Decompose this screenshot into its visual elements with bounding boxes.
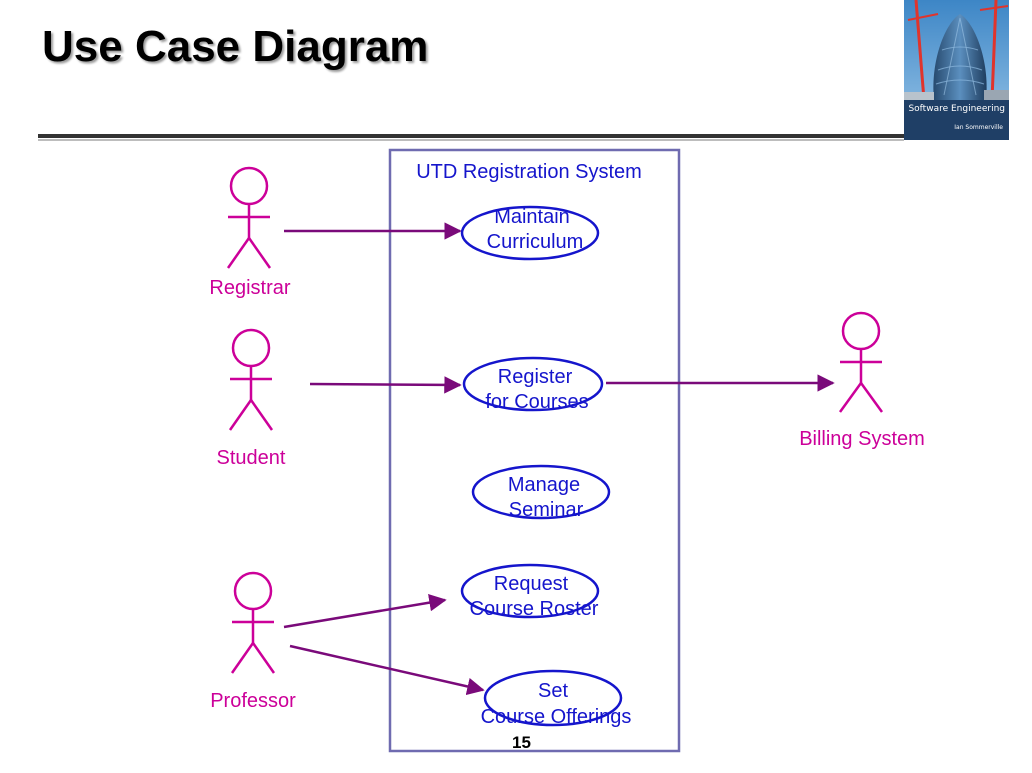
title-divider-shadow [38, 139, 904, 141]
actor-label-billing-system: Billing System [799, 428, 925, 450]
actor-professor [230, 571, 276, 674]
actor-student [228, 328, 274, 431]
use-case-register-line2: for Courses [485, 391, 588, 413]
use-case-register-line1: Register [498, 366, 573, 388]
use-case-manage-line1: Manage [508, 474, 580, 496]
use-case-offerings-line1: Set [538, 680, 568, 702]
use-case-roster-line2: Course Roster [470, 598, 599, 620]
use-case-maintain-line2: Curriculum [487, 231, 584, 253]
use-case-roster-line1: Request [494, 573, 569, 595]
book-author: Ian Sommerville [954, 124, 1003, 131]
book-title: Software Engineering [908, 104, 1005, 114]
actor-label-registrar: Registrar [209, 277, 290, 299]
association-professor-roster [283, 593, 447, 629]
page-title: Use Case Diagram [42, 22, 429, 71]
actor-label-student: Student [217, 447, 286, 469]
title-divider [38, 134, 904, 138]
use-case-maintain-line1: Maintain [494, 206, 570, 228]
use-case-offerings-line2: Course Offerings [481, 706, 632, 728]
actor-label-professor: Professor [210, 690, 296, 712]
system-boundary [388, 148, 681, 753]
use-case-manage-line2: Seminar [509, 499, 584, 521]
use-case-register-for-courses [462, 356, 604, 412]
system-name: UTD Registration System [416, 161, 642, 183]
association-professor-offerings [289, 644, 485, 696]
use-case-request-course-roster [460, 563, 600, 619]
use-case-manage-seminar [471, 464, 611, 520]
actor-registrar [226, 166, 272, 269]
gherkin-building-picture [904, 0, 1009, 140]
page-number: 15 [512, 733, 531, 752]
use-case-maintain-curriculum [460, 205, 600, 261]
use-case-set-course-offerings [483, 669, 623, 727]
book-cover-image: Software Engineering Ian Sommerville [904, 0, 1009, 140]
association-student-register [309, 376, 462, 394]
actor-billing-system [838, 311, 884, 413]
